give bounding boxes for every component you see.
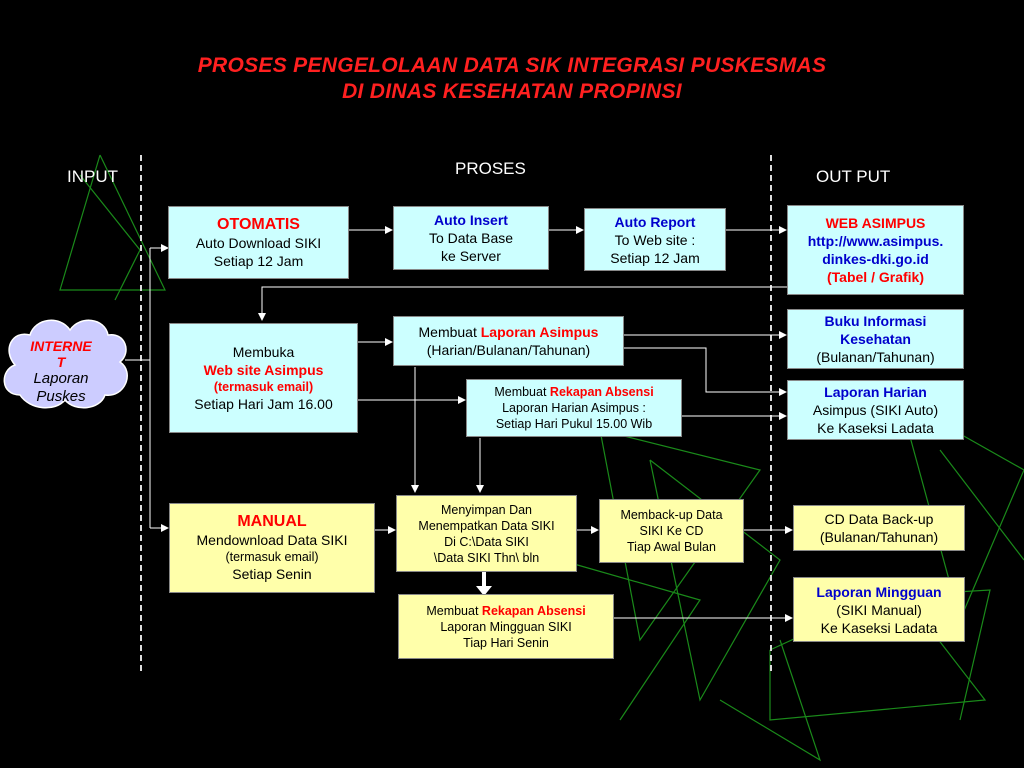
column-label-proses: PROSES	[455, 159, 526, 178]
box-laporan-harian: Laporan Harian Asimpus (SIKI Auto) Ke Ka…	[787, 380, 964, 440]
box-web-asimpus: WEB ASIMPUS http://www.asimpus. dinkes-d…	[787, 205, 964, 295]
box-membuka-website: Membuka Web site Asimpus (termasuk email…	[169, 323, 358, 433]
box-menyimpan-data: Menyimpan Dan Menempatkan Data SIKI Di C…	[396, 495, 577, 572]
column-label-output: OUT PUT	[816, 167, 891, 186]
box-cd-data-backup: CD Data Back-up (Bulanan/Tahunan)	[793, 505, 965, 551]
column-label-input: INPUT	[67, 167, 118, 186]
box-memback-up: Memback-up Data SIKI Ke CD Tiap Awal Bul…	[599, 499, 744, 563]
thick-arrow-down	[476, 572, 492, 596]
box-laporan-asimpus: Membuat Laporan Asimpus (Harian/Bulanan/…	[393, 316, 624, 366]
box-auto-report: Auto Report To Web site : Setiap 12 Jam	[584, 208, 726, 271]
page-title-line2: DI DINAS KESEHATAN PROPINSI	[342, 80, 682, 103]
box-laporan-mingguan: Laporan Mingguan (SIKI Manual) Ke Kaseks…	[793, 577, 965, 642]
internet-cloud-icon	[3, 319, 128, 409]
box-auto-insert: Auto Insert To Data Base ke Server	[393, 206, 549, 270]
internet-cloud-label: INTERNE T Laporan Puskes	[30, 338, 92, 405]
box-rekapan-absensi-harian: Membuat Rekapan Absensi Laporan Harian A…	[466, 379, 682, 437]
box-rekapan-absensi-mingguan: Membuat Rekapan Absensi Laporan Mingguan…	[398, 594, 614, 659]
flow-arrows	[125, 226, 793, 622]
page-title-line1: PROSES PENGELOLAAN DATA SIK INTEGRASI PU…	[197, 54, 827, 77]
box-otomatis: OTOMATIS Auto Download SIKI Setiap 12 Ja…	[168, 206, 349, 279]
box-buku-informasi: Buku Informasi Kesehatan (Bulanan/Tahuna…	[787, 309, 964, 369]
box-manual: MANUAL Mendownload Data SIKI (termasuk e…	[169, 503, 375, 593]
